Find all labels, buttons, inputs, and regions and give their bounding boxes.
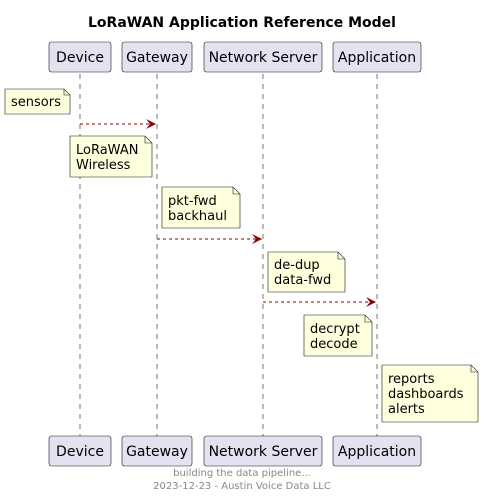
note-line: alerts xyxy=(388,402,425,417)
diagram-title: LoRaWAN Application Reference Model xyxy=(88,15,396,31)
note-line: decode xyxy=(310,337,358,352)
note-line: decrypt xyxy=(310,322,360,337)
footer-caption: building the data pipeline... xyxy=(173,468,311,479)
lifelines xyxy=(79,74,378,436)
note-line: data-fwd xyxy=(274,273,331,288)
note-line: de-dup xyxy=(274,258,320,273)
note-sensors: sensors xyxy=(4,88,71,115)
participant-label: Device xyxy=(56,444,104,460)
note-lorawan-wireless: LoRaWAN Wireless xyxy=(69,135,153,178)
note-de-dup-data-fwd: de-dup data-fwd xyxy=(267,251,346,293)
note-line: reports xyxy=(388,372,435,387)
note-decrypt-decode: decrypt decode xyxy=(303,314,373,357)
note-line: Wireless xyxy=(76,158,131,173)
participant-label: Device xyxy=(56,50,104,66)
note-pkt-fwd-backhaul: pkt-fwd backhaul xyxy=(161,186,241,229)
participant-network-server-bottom: Network Server xyxy=(203,435,323,467)
participants-bottom: Device Gateway Network Server Applicatio… xyxy=(48,435,422,467)
participant-label: Application xyxy=(338,444,416,460)
note-line: backhaul xyxy=(168,209,227,224)
participant-gateway-bottom: Gateway xyxy=(121,435,193,467)
note-line: dashboards xyxy=(388,387,464,402)
participant-label: Gateway xyxy=(126,50,188,66)
participant-application-bottom: Application xyxy=(332,435,422,467)
participant-application: Application xyxy=(332,41,422,73)
participant-label: Network Server xyxy=(209,444,318,460)
footer-credit: 2023-12-23 - Austin Voice Data LLC xyxy=(153,481,331,492)
note-line: pkt-fwd xyxy=(168,194,217,209)
participants-top: Device Gateway Network Server Applicatio… xyxy=(48,41,422,73)
participant-label: Network Server xyxy=(209,50,318,66)
note-line: LoRaWAN xyxy=(76,143,138,158)
participant-device-bottom: Device xyxy=(48,435,112,467)
participant-label: Application xyxy=(338,50,416,66)
participant-device: Device xyxy=(48,41,112,73)
participant-label: Gateway xyxy=(126,444,188,460)
participant-network-server: Network Server xyxy=(203,41,323,73)
note-line: sensors xyxy=(11,95,61,110)
note-reports-dashboards-alerts: reports dashboards alerts xyxy=(381,364,479,423)
participant-gateway: Gateway xyxy=(121,41,193,73)
